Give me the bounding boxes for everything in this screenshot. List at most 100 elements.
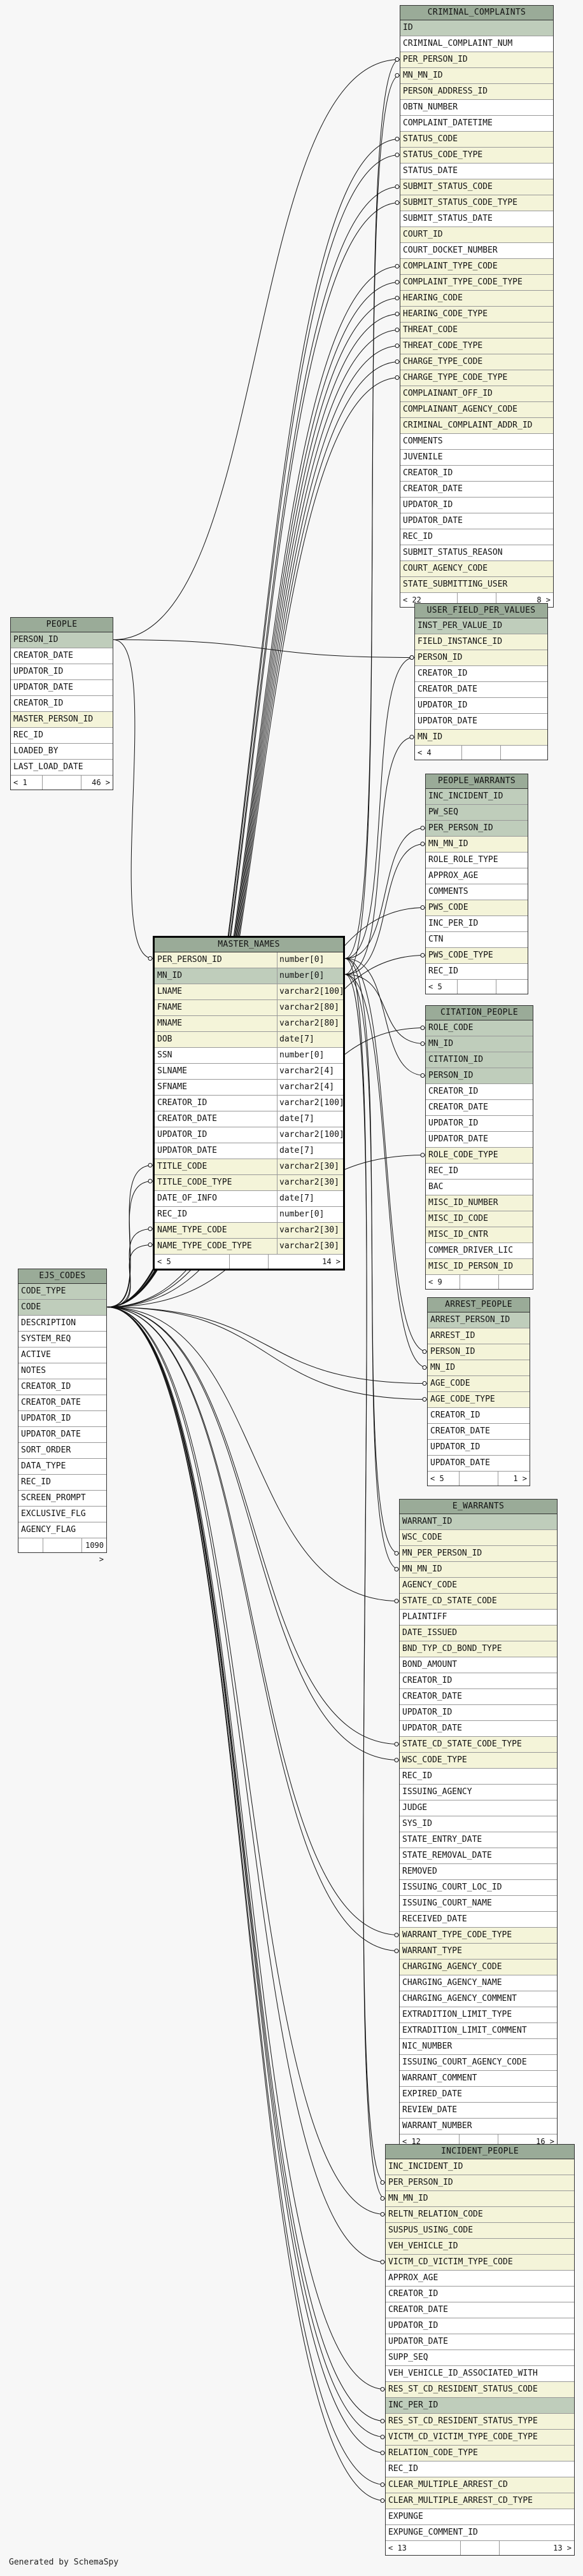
- column-row[interactable]: WSC_CODE: [400, 1530, 557, 1546]
- column-row[interactable]: DATE_ISSUED: [400, 1626, 557, 1641]
- column-row[interactable]: PER_PERSON_ID: [386, 2175, 574, 2191]
- column-row[interactable]: SCREEN_PROMPT: [18, 1491, 106, 1507]
- column-row[interactable]: ISSUING_COURT_NAME: [400, 1896, 557, 1912]
- column-row[interactable]: JUVENILE: [400, 450, 553, 466]
- column-row[interactable]: REC_ID: [11, 728, 113, 744]
- column-row[interactable]: UPDATOR_DATE: [400, 1721, 557, 1737]
- column-row[interactable]: CREATOR_ID: [426, 1084, 533, 1100]
- column-row[interactable]: MN_ID: [426, 1036, 533, 1052]
- column-row[interactable]: EXTRADITION_LIMIT_COMMENT: [400, 2023, 557, 2039]
- column-row[interactable]: REC_ID: [426, 1164, 533, 1180]
- column-row[interactable]: INC_PER_ID: [386, 2398, 574, 2414]
- column-row[interactable]: VEH_VEHICLE_ID: [386, 2239, 574, 2255]
- column-row[interactable]: CREATOR_ID: [400, 466, 553, 482]
- column-row[interactable]: UPDATOR_ID: [428, 1440, 530, 1456]
- column-row[interactable]: UPDATOR_ID: [400, 1705, 557, 1721]
- column-row[interactable]: CTN: [426, 932, 528, 948]
- column-row[interactable]: UPDATOR_ID: [18, 1411, 106, 1427]
- column-row[interactable]: PWS_CODE_TYPE: [426, 948, 528, 964]
- column-row[interactable]: REC_ID: [18, 1475, 106, 1491]
- column-row[interactable]: PERSON_ID: [428, 1344, 530, 1360]
- column-row[interactable]: UPDATOR_DATE: [400, 513, 553, 529]
- column-row[interactable]: CREATOR_DATE: [386, 2302, 574, 2318]
- column-row[interactable]: PER_PERSON_ID: [400, 52, 553, 68]
- column-row[interactable]: ROLE_CODE: [426, 1020, 533, 1036]
- column-row[interactable]: INC_INCIDENT_ID: [386, 2159, 574, 2175]
- column-row[interactable]: COMPLAINT_TYPE_CODE: [400, 259, 553, 275]
- column-row[interactable]: PER_PERSON_ID: [426, 821, 528, 837]
- column-row[interactable]: AGE_CODE: [428, 1376, 530, 1392]
- column-row[interactable]: PERSON_ID: [415, 650, 547, 666]
- column-row[interactable]: ID: [400, 20, 553, 36]
- column-row[interactable]: STATE_SUBMITTING_USER: [400, 577, 553, 593]
- column-row[interactable]: MISC_ID_PERSON_ID: [426, 1259, 533, 1275]
- column-row[interactable]: REVIEW_DATE: [400, 2103, 557, 2119]
- column-row[interactable]: MN_MN_ID: [400, 1562, 557, 1578]
- column-row[interactable]: HEARING_CODE_TYPE: [400, 307, 553, 323]
- column-row[interactable]: RES_ST_CD_RESIDENT_STATUS_TYPE: [386, 2414, 574, 2430]
- column-row[interactable]: CREATOR_DATE: [400, 482, 553, 498]
- column-row[interactable]: RELATION_CODE_TYPE: [386, 2446, 574, 2461]
- column-row[interactable]: CREATOR_DATE: [428, 1424, 530, 1440]
- column-row[interactable]: THREAT_CODE_TYPE: [400, 338, 553, 354]
- column-row[interactable]: CREATOR_DATE: [400, 1689, 557, 1705]
- column-row[interactable]: COMPLAINT_DATETIME: [400, 116, 553, 132]
- column-row[interactable]: HEARING_CODE: [400, 291, 553, 307]
- column-row[interactable]: CHARGING_AGENCY_COMMENT: [400, 1991, 557, 2007]
- column-row[interactable]: WARRANT_ID: [400, 1514, 557, 1530]
- column-row[interactable]: UPDATOR_ID: [11, 664, 113, 680]
- column-row[interactable]: ROLE_ROLE_TYPE: [426, 853, 528, 868]
- column-row[interactable]: SUBMIT_STATUS_REASON: [400, 545, 553, 561]
- column-row[interactable]: WARRANT_TYPE_CODE_TYPE: [400, 1928, 557, 1944]
- column-row[interactable]: ARREST_PERSON_ID: [428, 1312, 530, 1328]
- column-row[interactable]: CRIMINAL_COMPLAINT_NUM: [400, 36, 553, 52]
- column-row[interactable]: CHARGE_TYPE_CODE: [400, 354, 553, 370]
- column-row[interactable]: CODE: [18, 1300, 106, 1316]
- column-row[interactable]: APPROX_AGE: [386, 2271, 574, 2287]
- column-row[interactable]: COMPLAINANT_OFF_ID: [400, 386, 553, 402]
- column-row[interactable]: CHARGING_AGENCY_NAME: [400, 1975, 557, 1991]
- column-row[interactable]: REMOVED: [400, 1864, 557, 1880]
- column-row[interactable]: STATUS_CODE_TYPE: [400, 148, 553, 164]
- column-row[interactable]: FIELD_INSTANCE_ID: [415, 634, 547, 650]
- column-row[interactable]: STATE_CD_STATE_CODE_TYPE: [400, 1737, 557, 1753]
- column-row[interactable]: MN_MN_ID: [400, 68, 553, 84]
- column-row[interactable]: EXPIRED_DATE: [400, 2087, 557, 2103]
- column-row[interactable]: UPDATOR_ID: [386, 2318, 574, 2334]
- column-row[interactable]: STATE_CD_STATE_CODE: [400, 1594, 557, 1610]
- column-row[interactable]: PW_SEQ: [426, 805, 528, 821]
- column-row[interactable]: BAC: [426, 1180, 533, 1195]
- column-row[interactable]: INST_PER_VALUE_ID: [415, 618, 547, 634]
- column-row[interactable]: VICTM_CD_VICTIM_TYPE_CODE: [386, 2255, 574, 2271]
- column-row[interactable]: LOADED_BY: [11, 744, 113, 760]
- column-row[interactable]: WARRANT_TYPE: [400, 1944, 557, 1960]
- column-row[interactable]: SUBMIT_STATUS_CODE: [400, 179, 553, 195]
- column-row[interactable]: CREATOR_ID: [415, 666, 547, 682]
- column-row[interactable]: SUPP_SEQ: [386, 2350, 574, 2366]
- column-row[interactable]: AGENCY_CODE: [400, 1578, 557, 1594]
- column-row[interactable]: UPDATOR_DATE: [386, 2334, 574, 2350]
- column-row[interactable]: WARRANT_NUMBER: [400, 2119, 557, 2134]
- column-row[interactable]: THREAT_CODE: [400, 323, 553, 338]
- column-row[interactable]: RECEIVED_DATE: [400, 1912, 557, 1928]
- column-row[interactable]: COURT_ID: [400, 227, 553, 243]
- column-row[interactable]: LAST_LOAD_DATE: [11, 760, 113, 776]
- column-row[interactable]: STATE_ENTRY_DATE: [400, 1832, 557, 1848]
- column-row[interactable]: INC_INCIDENT_ID: [426, 789, 528, 805]
- column-row[interactable]: PERSON_ADDRESS_ID: [400, 84, 553, 100]
- column-row[interactable]: PERSON_ID: [426, 1068, 533, 1084]
- column-row[interactable]: UPDATOR_ID: [415, 698, 547, 714]
